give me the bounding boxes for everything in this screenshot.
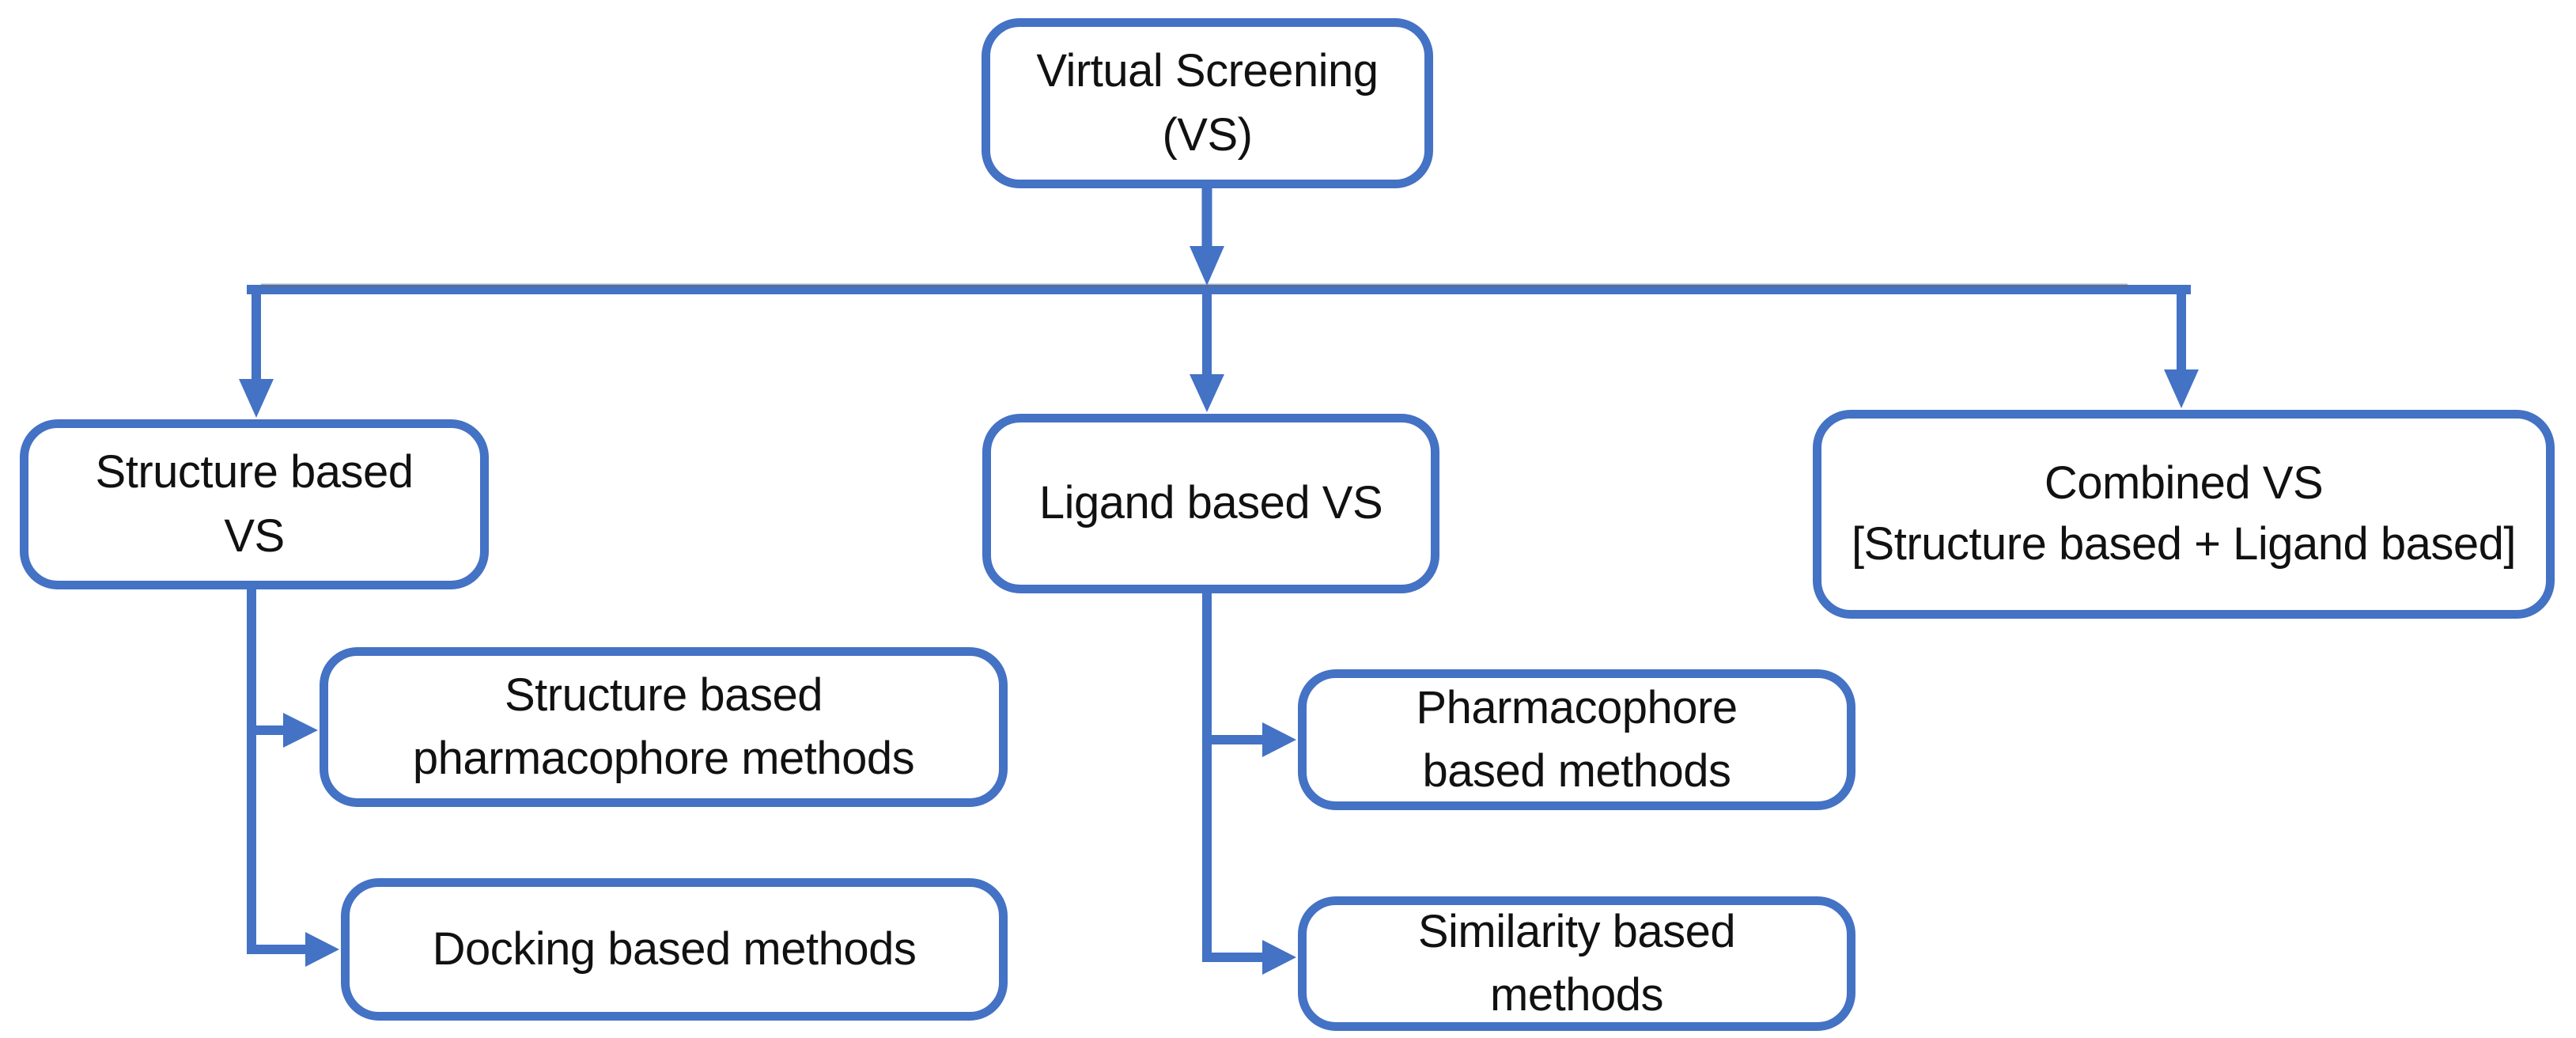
node-ligand-based-vs-label: Ligand based VS xyxy=(1038,477,1383,529)
node-similarity-based-methods: Similarity based methods xyxy=(1298,896,1855,1031)
node-structure-based-pharmacophore-methods-label: Structure based pharmacophore methods xyxy=(412,669,915,784)
arrowhead-ligand-to-similarity xyxy=(1262,940,1296,975)
node-structure-based-vs-label: Structure based VS xyxy=(95,446,414,562)
node-structure-based-pharmacophore-methods: Structure based pharmacophore methods xyxy=(320,647,1008,807)
arrowhead-bar-to-combined xyxy=(2164,369,2199,408)
node-combined-vs-label: Combined VS [Structure based + Ligand ba… xyxy=(1851,457,2517,570)
arrowhead-structure-to-pharmacophore xyxy=(283,713,318,748)
node-structure-based-vs: Structure based VS xyxy=(20,419,489,589)
node-docking-based-methods: Docking based methods xyxy=(341,878,1008,1021)
node-virtual-screening-label: Virtual Screening (VS) xyxy=(1036,45,1379,161)
arrowhead-structure-to-docking xyxy=(305,932,339,967)
node-docking-based-methods-label: Docking based methods xyxy=(432,922,917,975)
node-virtual-screening: Virtual Screening (VS) xyxy=(982,18,1433,188)
node-similarity-based-methods-label: Similarity based methods xyxy=(1417,905,1736,1021)
node-pharmacophore-based-methods: Pharmacophore based methods xyxy=(1298,669,1855,810)
arrowhead-bar-to-ligand xyxy=(1190,374,1224,412)
arrowhead-bar-to-structure xyxy=(239,379,274,418)
node-pharmacophore-based-methods-label: Pharmacophore based methods xyxy=(1416,681,1738,797)
node-combined-vs: Combined VS [Structure based + Ligand ba… xyxy=(1813,410,2555,619)
arrowhead-ligand-to-pharmacophore xyxy=(1262,722,1296,757)
node-ligand-based-vs: Ligand based VS xyxy=(982,414,1439,593)
arrowhead-root-to-bar xyxy=(1190,246,1224,286)
